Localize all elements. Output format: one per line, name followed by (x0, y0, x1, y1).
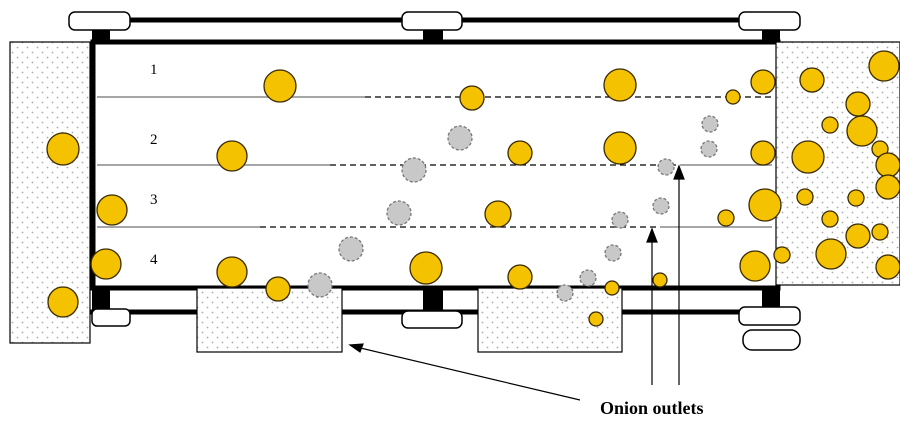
onion (868, 50, 900, 82)
bottom-roller-middle (401, 310, 463, 329)
onion (459, 85, 485, 111)
lane-label-3: 3 (150, 192, 158, 208)
onion (750, 140, 776, 166)
top-frame (68, 11, 801, 42)
lane-label-4: 4 (150, 252, 158, 268)
onion (875, 174, 900, 200)
onion (739, 250, 771, 282)
lane-label-2: 2 (150, 132, 158, 148)
onion (875, 152, 900, 178)
lane-dividers (97, 96, 772, 228)
falling-onion (307, 272, 333, 298)
onion (265, 276, 291, 302)
falling-onion (386, 200, 412, 226)
onion (748, 188, 782, 222)
onion (773, 246, 791, 264)
falling-onion (701, 115, 719, 133)
onion (90, 248, 122, 280)
falling-onion (611, 211, 629, 229)
lane-label-1: 1 (150, 62, 158, 78)
onion (96, 194, 128, 226)
falling-onion (579, 269, 597, 287)
falling-onion (700, 140, 718, 158)
onion (821, 210, 839, 228)
bottom-frame (88, 288, 801, 351)
falling-onion (338, 236, 364, 262)
onion (845, 91, 871, 117)
bottom-roller-left (91, 308, 131, 327)
top-roller-right (738, 11, 801, 31)
onion (46, 132, 80, 166)
onion (750, 69, 776, 95)
onion (845, 223, 871, 249)
onion (603, 131, 637, 165)
onion (821, 116, 839, 134)
onion (409, 251, 443, 285)
onion (507, 140, 533, 166)
onion (815, 238, 847, 270)
onion (796, 188, 814, 206)
outlet-arrows (348, 164, 685, 401)
onion (484, 200, 512, 228)
onion (588, 311, 604, 327)
onions (46, 50, 900, 327)
onion (846, 115, 878, 147)
onion (216, 140, 248, 172)
falling-onion (657, 158, 675, 176)
falling-onion (604, 244, 622, 262)
onion (47, 286, 79, 318)
falling-onion (447, 125, 473, 151)
onion (604, 280, 620, 296)
onion (603, 68, 637, 102)
onion (507, 264, 533, 290)
onion (799, 67, 825, 93)
onion-outlet-left (196, 287, 343, 353)
falling-onion (401, 157, 427, 183)
onion (871, 223, 889, 241)
falling-onions (307, 115, 719, 302)
top-roller-left (68, 11, 131, 31)
onion (263, 69, 297, 103)
falling-onion (652, 197, 670, 215)
onion (652, 272, 668, 288)
onion (847, 189, 865, 207)
bottom-roller-right (738, 306, 801, 326)
onion (717, 209, 735, 227)
onion (725, 89, 741, 105)
falling-onion (556, 284, 574, 302)
onion (791, 140, 825, 174)
top-roller-middle (401, 11, 463, 31)
bottom-roller-extra (742, 329, 801, 351)
feeder-left (9, 41, 91, 344)
onion-outlets-label: Onion outlets (600, 398, 704, 418)
onion (216, 256, 248, 288)
onion (875, 254, 900, 280)
